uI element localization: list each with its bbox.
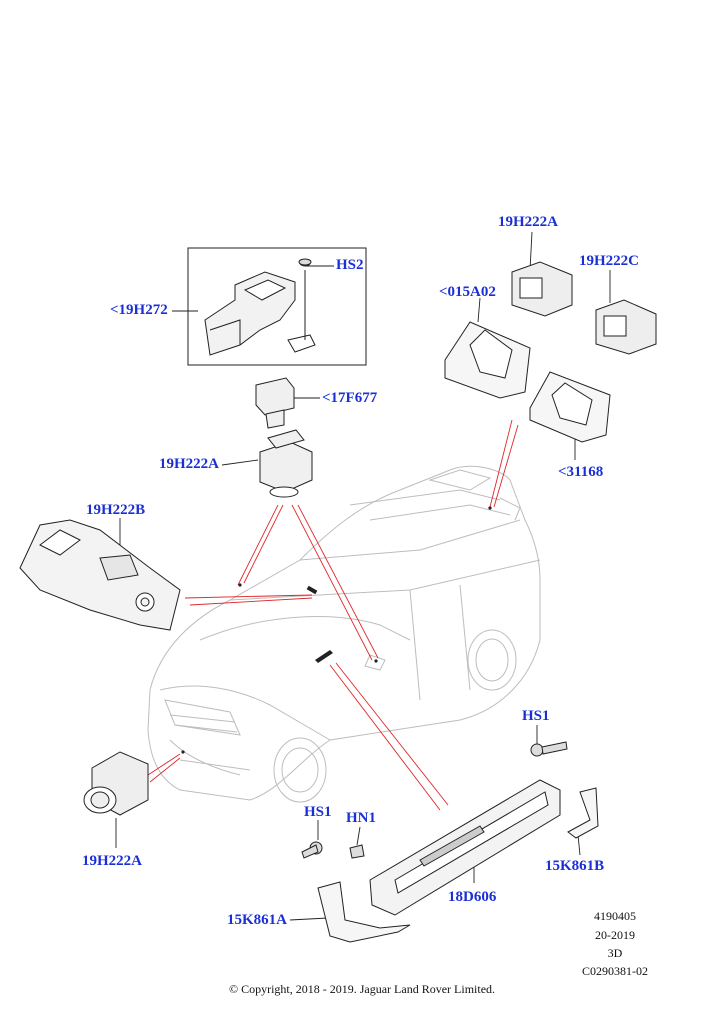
camera-19h222a-center-drawing — [259, 429, 313, 498]
drawing-ref-number: 4190405 — [594, 909, 636, 923]
clip-hn1-icon — [349, 844, 365, 859]
callout-15k861b: 15K861B — [545, 858, 605, 874]
bracket-15k861b-drawing — [567, 787, 599, 839]
callout-19h272: <19H272 — [110, 302, 168, 318]
leader-lines — [147, 419, 519, 811]
callout-015a02: <015A02 — [439, 284, 496, 300]
callout-31168: <31168 — [558, 464, 604, 480]
callout-19h222a-top-right: 19H222A — [498, 214, 558, 230]
callout-hn1: HN1 — [346, 810, 376, 826]
callout-18d606: 18D606 — [448, 889, 497, 905]
detail-inset-box — [187, 247, 367, 366]
callout-19h222a-center: 19H222A — [159, 456, 219, 472]
camera-19h222c-drawing — [595, 299, 657, 355]
callout-17f677: <17F677 — [322, 390, 378, 406]
bracket-31168-drawing — [529, 371, 611, 443]
callout-19h222b: 19H222B — [86, 502, 146, 518]
bracket-19h272-drawing — [204, 259, 316, 356]
callout-hs1-right: HS1 — [522, 708, 550, 724]
vehicle-mount-points — [181, 506, 492, 754]
callout-hs1-bottom: HS1 — [304, 804, 332, 820]
bolt-hs1-bottom-icon — [301, 841, 323, 859]
camera-19h222a-bottom-drawing — [83, 751, 149, 816]
camera-19h222a-right-drawing — [511, 261, 573, 317]
copyright-notice: © Copyright, 2018 - 2019. Jaguar Land Ro… — [228, 982, 496, 996]
callout-hs2: HS2 — [336, 257, 364, 273]
screw-hs2-icon — [298, 258, 312, 266]
bracket-015a02-drawing — [444, 321, 531, 399]
trim-panel-18d606-drawing — [369, 779, 561, 916]
vehicle-outline — [147, 465, 541, 803]
bracket-15k861a-drawing — [317, 881, 411, 943]
bolt-hs1-right-icon — [530, 741, 568, 757]
drawing-date: 20-2019 — [595, 928, 635, 942]
drawing-view: 3D — [607, 946, 623, 960]
drawing-code: C0290381-02 — [582, 964, 648, 978]
callout-15k861a: 15K861A — [227, 912, 287, 928]
callout-19h222c: 19H222C — [579, 253, 639, 269]
connector-17f677-drawing — [255, 377, 295, 429]
callout-19h222a-bottom: 19H222A — [82, 853, 142, 869]
camera-module-19h222b-drawing — [19, 519, 181, 631]
